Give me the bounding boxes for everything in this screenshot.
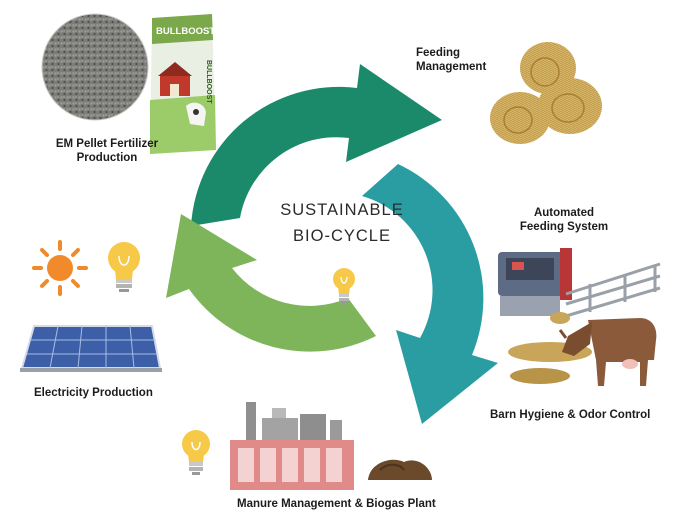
feeding-management-label-line1: Feeding	[416, 47, 461, 59]
feeding-management-label-line2: Management	[416, 61, 487, 73]
light-bulb-icon	[333, 268, 355, 305]
center-title-line2: BIO-CYCLE	[293, 227, 391, 245]
fertilizer-bag-icon: BULLBOOST BULLBOOST	[150, 14, 216, 154]
cycle-arrows	[166, 64, 498, 424]
feeder-machine-icon	[498, 248, 661, 318]
electricity-label: Electricity Production	[34, 387, 153, 399]
fertilizer-label: EM Pellet Fertilizer Production	[48, 137, 166, 165]
solar-panel-icon	[20, 325, 162, 372]
sun-icon	[32, 240, 88, 296]
arrow-right-teal	[362, 164, 498, 424]
barn-hygiene-label: Barn Hygiene & Odor Control	[490, 409, 651, 421]
fertilizer-label-line1: EM Pellet Fertilizer	[55, 138, 159, 150]
pellets-icon	[41, 13, 149, 121]
biogas-plant-icon	[230, 402, 354, 490]
manure-pile-icon	[368, 459, 432, 480]
hay-bales-icon	[490, 42, 602, 144]
center-title-line1: SUSTAINABLE	[280, 201, 404, 219]
automated-feeding-label: Automated Feeding System	[512, 206, 616, 234]
cow-icon	[558, 318, 657, 386]
automated-feeding-label-line1: Automated	[533, 207, 595, 219]
center-title: SUSTAINABLE BIO-CYCLE	[254, 197, 430, 249]
feeding-management-label: Feeding Management	[416, 46, 486, 74]
manure-label: Manure Management & Biogas Plant	[237, 498, 436, 510]
bag-side-brand-text: BULLBOOST	[205, 60, 212, 104]
light-bulb-icon	[108, 242, 140, 292]
bag-brand-text: BULLBOOST	[156, 26, 215, 37]
arrow-left-green	[166, 214, 376, 352]
light-bulb-icon	[182, 430, 210, 475]
arrow-top-green	[191, 64, 442, 226]
fertilizer-label-line2: Production	[76, 152, 138, 164]
automated-feeding-label-line2: Feeding System	[519, 221, 609, 233]
